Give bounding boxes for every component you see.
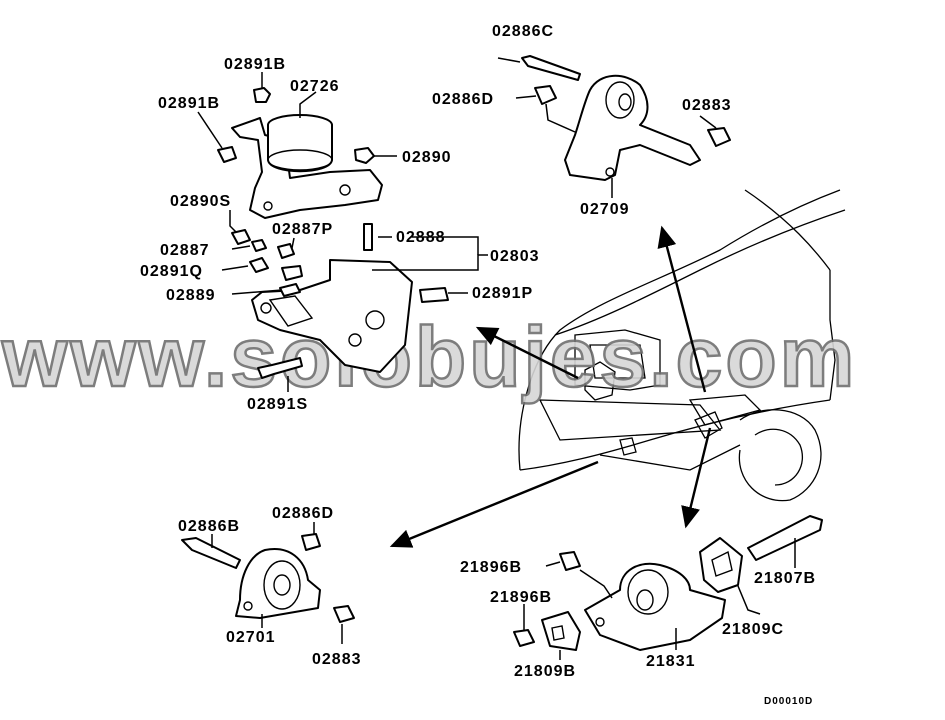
pointer-arrows [389, 225, 712, 548]
label-02891b-left: 02891B [158, 95, 220, 112]
label-21831: 21831 [646, 653, 696, 670]
label-02891q: 02891Q [140, 263, 203, 280]
label-02889: 02889 [166, 287, 216, 304]
label-02890s: 02890S [170, 193, 231, 210]
label-21807b: 21807B [754, 570, 816, 587]
label-02887p: 02887P [272, 221, 333, 238]
part-labels: 02891B 02726 02891B 02890 02890S 02887P … [140, 23, 816, 707]
diagram-code: D00010D [764, 696, 813, 707]
label-02886d-top: 02886D [432, 91, 494, 108]
engine-mount-upper-left [217, 87, 449, 379]
label-02803: 02803 [490, 248, 540, 265]
label-21896b-top: 21896B [460, 559, 522, 576]
label-02886d-bottom: 02886D [272, 505, 334, 522]
engine-mount-upper-right [521, 55, 731, 181]
label-02891b-top: 02891B [224, 56, 286, 73]
label-02891s: 02891S [247, 396, 308, 413]
label-02883-top: 02883 [682, 97, 732, 114]
label-21809c: 21809C [722, 621, 784, 638]
label-02891p: 02891P [472, 285, 533, 302]
label-02887: 02887 [160, 242, 210, 259]
label-02886b: 02886B [178, 518, 240, 535]
engine-mount-lower-right [513, 515, 823, 651]
label-02888: 02888 [396, 229, 446, 246]
leader-lines [197, 57, 796, 660]
label-02883-bottom: 02883 [312, 651, 362, 668]
label-21809b: 21809B [514, 663, 576, 680]
label-02726: 02726 [290, 78, 340, 95]
label-02709: 02709 [580, 201, 630, 218]
label-21896b-bottom: 21896B [490, 589, 552, 606]
engine-mount-lower-left [181, 533, 355, 623]
label-02701: 02701 [226, 629, 276, 646]
watermark: www.solobujes.com [1, 310, 857, 404]
car-body-outline [518, 189, 846, 502]
label-02890: 02890 [402, 149, 452, 166]
label-02886c: 02886C [492, 23, 554, 40]
